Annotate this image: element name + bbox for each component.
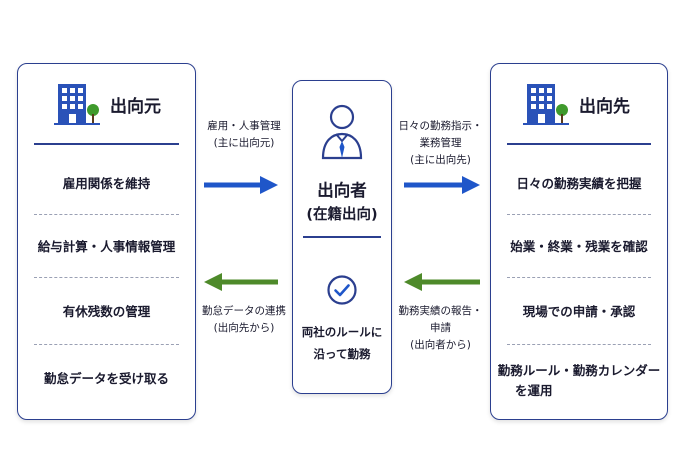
destination-company-header: 出向先 bbox=[491, 64, 667, 145]
origin-item-4: 勤怠データを受け取る bbox=[43, 371, 169, 386]
origin-company-panel: 出向元 雇用関係を維持 給与計算・人事情報管理 有休残数の管理 勤怠データを受け… bbox=[17, 63, 196, 420]
destination-company-panel: 出向先 日々の勤務実績を把握 始業・終業・残業を確認 現場での申請・承認 勤務ル… bbox=[490, 63, 668, 420]
destination-item-3: 現場での申請・承認 bbox=[522, 304, 636, 319]
origin-item-2: 給与計算・人事情報管理 bbox=[37, 239, 176, 254]
building-icon bbox=[54, 84, 100, 125]
dashed-divider bbox=[507, 344, 651, 345]
destination-item-4-line1: 勤務ルール・勤務カレンダー bbox=[497, 363, 661, 378]
employee-subtitle: (在籍出向) bbox=[306, 207, 378, 223]
destination-item-1: 日々の勤務実績を把握 bbox=[516, 176, 642, 191]
employee-note: 両社のルールに 沿って勤務 bbox=[293, 321, 391, 365]
arrow-label-employment: 雇用・人事管理 (主に出向元) bbox=[199, 118, 289, 152]
origin-item-1: 雇用関係を維持 bbox=[62, 176, 151, 191]
origin-title: 出向元 bbox=[110, 97, 161, 117]
header-divider bbox=[507, 143, 651, 145]
employee-title: 出向者 bbox=[317, 181, 367, 200]
arrow-right-blue bbox=[404, 176, 480, 194]
employee-note-line2: 沿って勤務 bbox=[313, 347, 371, 361]
arrow-label-line1: 日々の勤務指示・ bbox=[398, 120, 483, 132]
employee-panel: 出向者 (在籍出向) 両社のルールに 沿って勤務 bbox=[292, 80, 392, 394]
arrow-label-work-report: 勤務実績の報告・ 申請 (出向者から) bbox=[393, 303, 488, 354]
arrow-label-line1: 勤怠データの連携 bbox=[202, 305, 286, 317]
arrow-label-work-instruction: 日々の勤務指示・ 業務管理 (主に出向先) bbox=[393, 118, 488, 169]
building-icon bbox=[523, 84, 569, 125]
arrow-right-blue bbox=[204, 176, 278, 194]
check-circle-icon bbox=[327, 275, 357, 305]
center-divider bbox=[303, 236, 381, 238]
arrow-label-attendance-sync: 勤怠データの連携 (出向先から) bbox=[199, 303, 289, 337]
arrow-label-line3: (出向者から) bbox=[410, 339, 471, 351]
dashed-divider bbox=[34, 214, 179, 215]
arrow-label-line3: (主に出向先) bbox=[410, 154, 471, 166]
origin-item-3: 有休残数の管理 bbox=[62, 304, 151, 319]
destination-item-2: 始業・終業・残業を確認 bbox=[510, 239, 648, 254]
origin-company-header: 出向元 bbox=[18, 64, 195, 145]
destination-title: 出向先 bbox=[579, 97, 630, 117]
arrow-label-line2: (出向先から) bbox=[213, 322, 275, 334]
dashed-divider bbox=[34, 344, 179, 345]
dashed-divider bbox=[34, 277, 179, 278]
arrow-label-line2: (主に出向元) bbox=[213, 137, 275, 149]
arrow-label-line2: 業務管理 bbox=[419, 137, 462, 149]
person-icon bbox=[321, 104, 363, 160]
header-divider bbox=[34, 143, 179, 145]
arrow-left-green bbox=[204, 273, 278, 291]
destination-item-4-line2: を運用 bbox=[515, 383, 553, 398]
arrow-label-line1: 勤務実績の報告・ bbox=[398, 305, 483, 317]
arrow-label-line2: 申請 bbox=[430, 322, 451, 334]
arrow-left-green bbox=[404, 273, 480, 291]
arrow-label-line1: 雇用・人事管理 bbox=[207, 120, 281, 132]
dashed-divider bbox=[507, 214, 651, 215]
dashed-divider bbox=[507, 277, 651, 278]
employee-note-line1: 両社のルールに bbox=[301, 325, 383, 339]
